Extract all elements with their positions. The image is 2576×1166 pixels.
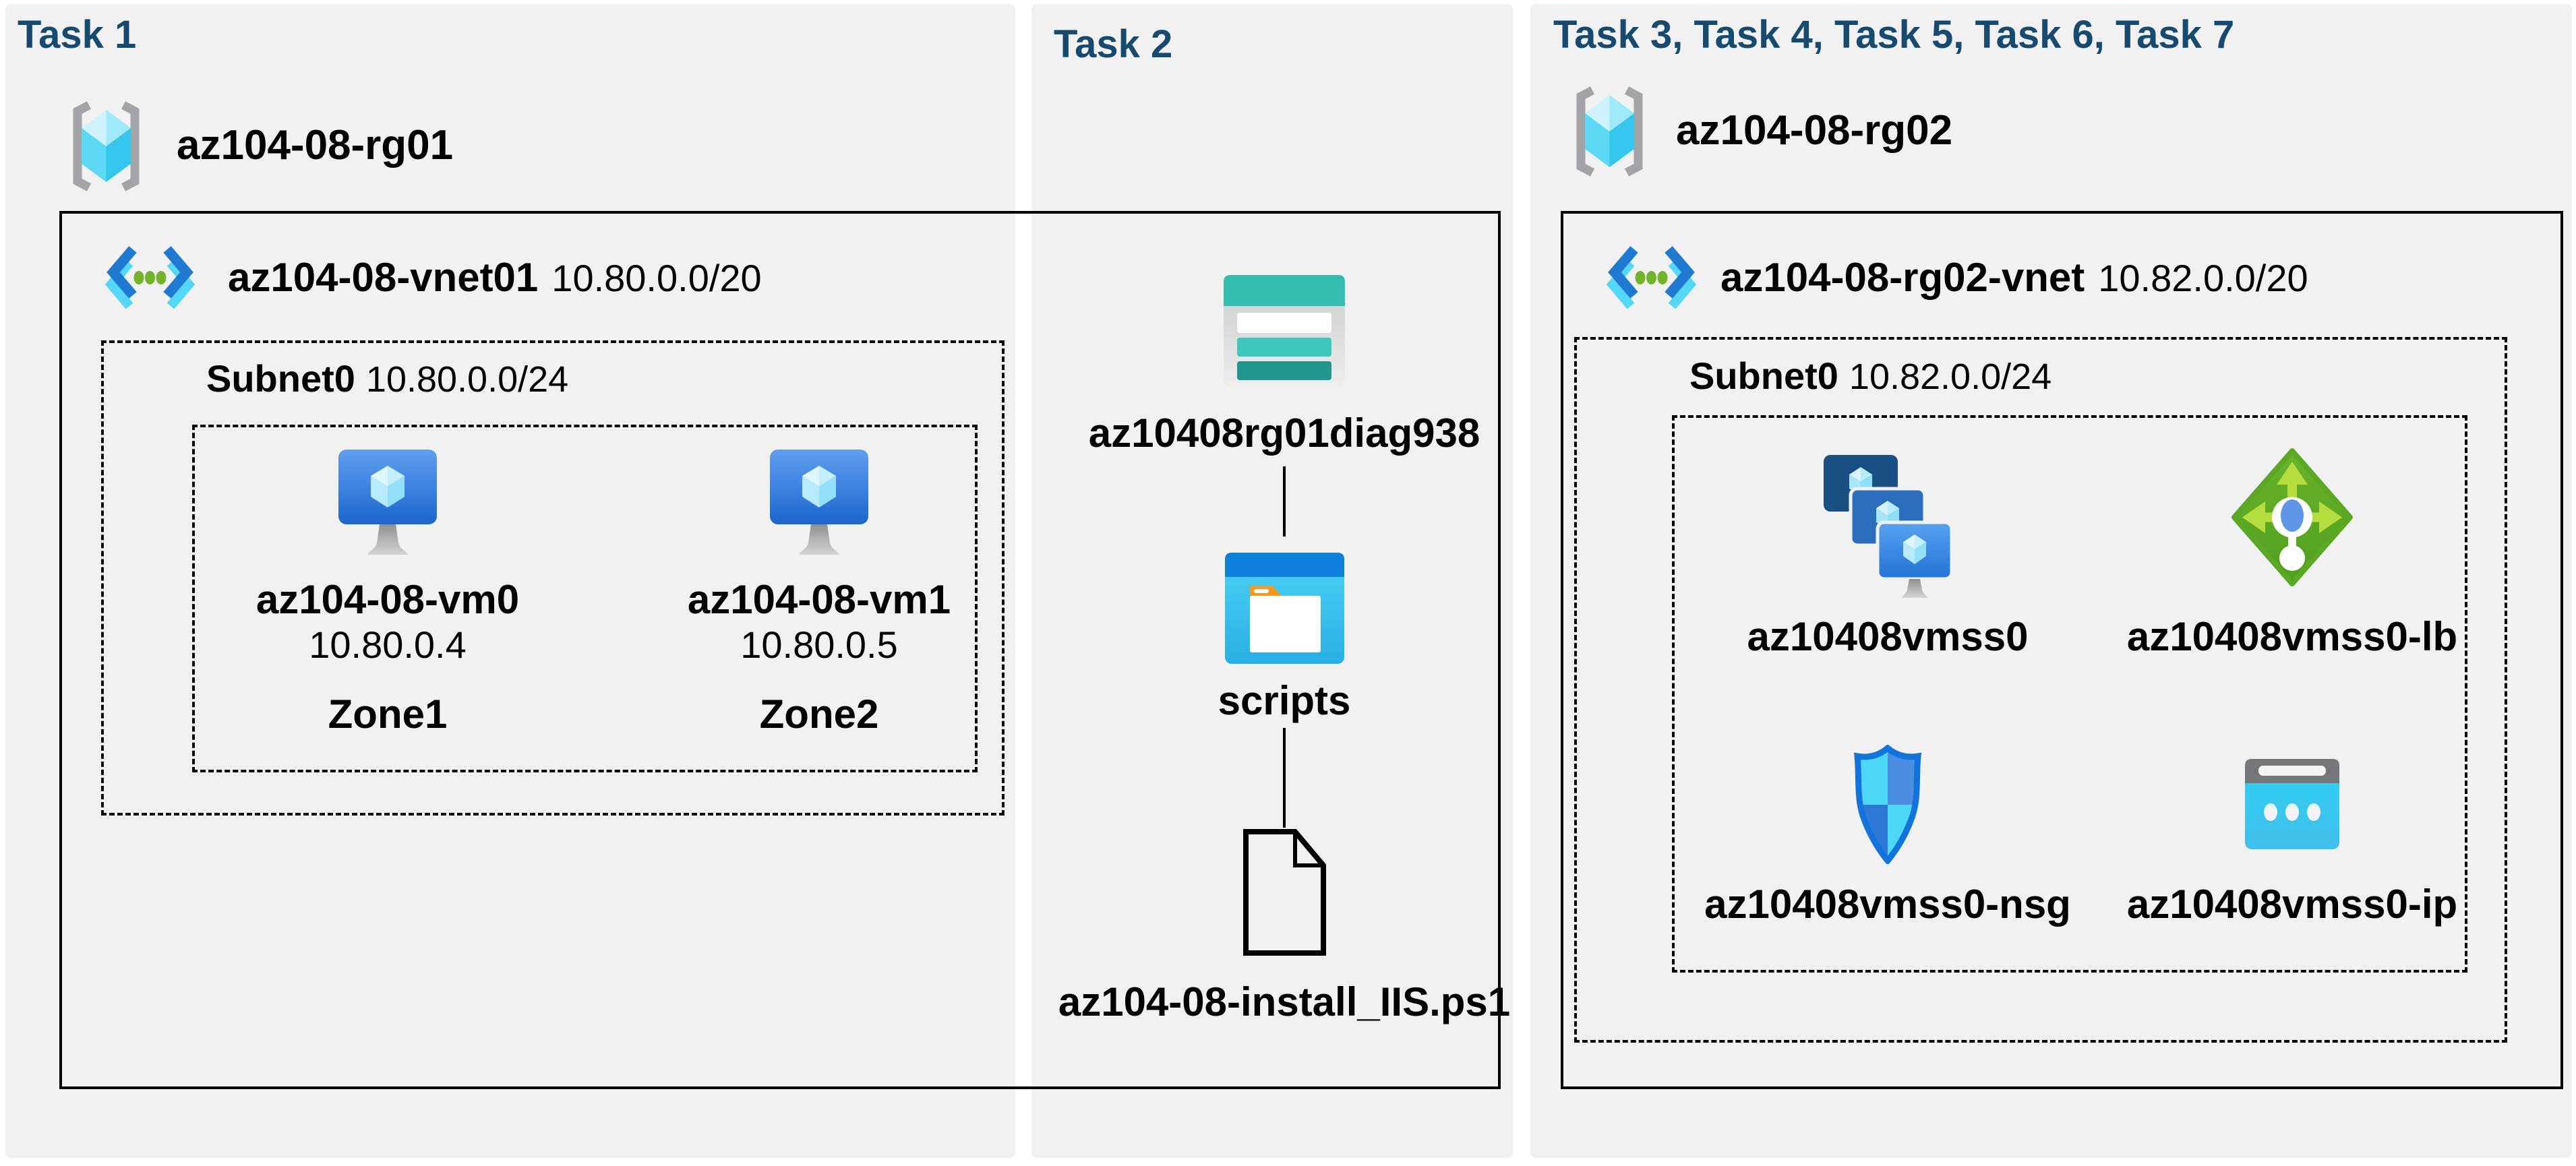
- vmss-item: az10408vmss0: [1699, 445, 2076, 714]
- blob-container-icon: [1225, 553, 1344, 664]
- rg2-label: az104-08-rg02: [1676, 107, 1953, 154]
- load-balancer-label: az10408vmss0-lb: [2126, 614, 2458, 659]
- file-icon: [1243, 829, 1326, 956]
- connector-storage-scripts: [1283, 466, 1286, 536]
- script-file-label: az104-08-install_IIS.ps1: [1058, 979, 1511, 1024]
- vm0-zone: Zone1: [328, 692, 448, 737]
- public-ip-label: az10408vmss0-ip: [2126, 882, 2458, 927]
- vnet2-label: az104-08-rg02-vnet 10.82.0.0/20: [1720, 252, 2308, 304]
- vm1-zone: Zone2: [759, 692, 879, 737]
- vnet1-label: az104-08-vnet01 10.80.0.0/20: [228, 252, 762, 304]
- task1-panel: [5, 4, 1015, 1158]
- vm-icon: [338, 450, 437, 555]
- vm0-name: az104-08-vm0: [256, 577, 520, 622]
- task1-header: Task 1: [18, 13, 137, 57]
- vnet1-box: [59, 211, 1501, 1089]
- nsg-label: az10408vmss0-nsg: [1704, 882, 2071, 927]
- connector-scripts-file: [1283, 728, 1286, 828]
- load-balancer-icon: [2231, 448, 2353, 586]
- storage-account-icon: [1224, 275, 1345, 387]
- load-balancer-item: az10408vmss0-lb: [2103, 445, 2481, 714]
- vnet-icon: [104, 246, 196, 309]
- public-ip-icon: [2245, 759, 2339, 849]
- nsg-item: az10408vmss0-nsg: [1699, 740, 2076, 956]
- resource-group-icon: [1576, 86, 1643, 177]
- subnet2-label: Subnet0 10.82.0.0/24: [1689, 352, 2051, 401]
- vm0-ip: 10.80.0.4: [309, 623, 467, 666]
- vmss-icon: [1824, 455, 1952, 598]
- subnet1-box: [101, 340, 1005, 816]
- vnet2-box: [1561, 211, 2563, 1089]
- vm1-name: az104-08-vm1: [687, 577, 951, 622]
- subnet2-name: Subnet0: [1689, 355, 1838, 397]
- vmss-label: az10408vmss0: [1747, 614, 2029, 659]
- blob-container-label: scripts: [1218, 678, 1351, 723]
- resource-group-icon: [73, 101, 140, 191]
- vnet-icon: [1606, 246, 1697, 309]
- vm1-ip: 10.80.0.5: [740, 623, 898, 666]
- nsg-icon: [1853, 745, 1922, 864]
- subnet1-cidr: 10.80.0.0/24: [365, 359, 569, 400]
- storage-account-label: az10408rg01diag938: [1088, 410, 1480, 456]
- public-ip-item: az10408vmss0-ip: [2103, 740, 2481, 956]
- subnet2-cidr: 10.82.0.0/24: [1849, 357, 2052, 397]
- rg1-label: az104-08-rg01: [177, 122, 454, 168]
- task2-header: Task 2: [1054, 22, 1173, 66]
- vnet2-cidr: 10.82.0.0/20: [2098, 257, 2308, 299]
- vnet2-name: az104-08-rg02-vnet: [1720, 255, 2085, 300]
- vnet1-name: az104-08-vnet01: [228, 255, 539, 300]
- vmss-boundary-box: [1672, 415, 2467, 973]
- vm1-item: az104-08-vm1 10.80.0.5 Zone2: [667, 445, 971, 782]
- subnet2-box: [1574, 337, 2507, 1043]
- zones-boundary-box: [192, 425, 978, 772]
- task3-7-panel: [1530, 4, 2572, 1158]
- vm0-item: az104-08-vm0 10.80.0.4 Zone1: [236, 445, 539, 782]
- task3-7-header: Task 3, Task 4, Task 5, Task 6, Task 7: [1553, 13, 2235, 57]
- vnet1-cidr: 10.80.0.0/20: [551, 257, 762, 299]
- subnet1-name: Subnet0: [206, 357, 355, 400]
- vm-icon: [770, 450, 868, 555]
